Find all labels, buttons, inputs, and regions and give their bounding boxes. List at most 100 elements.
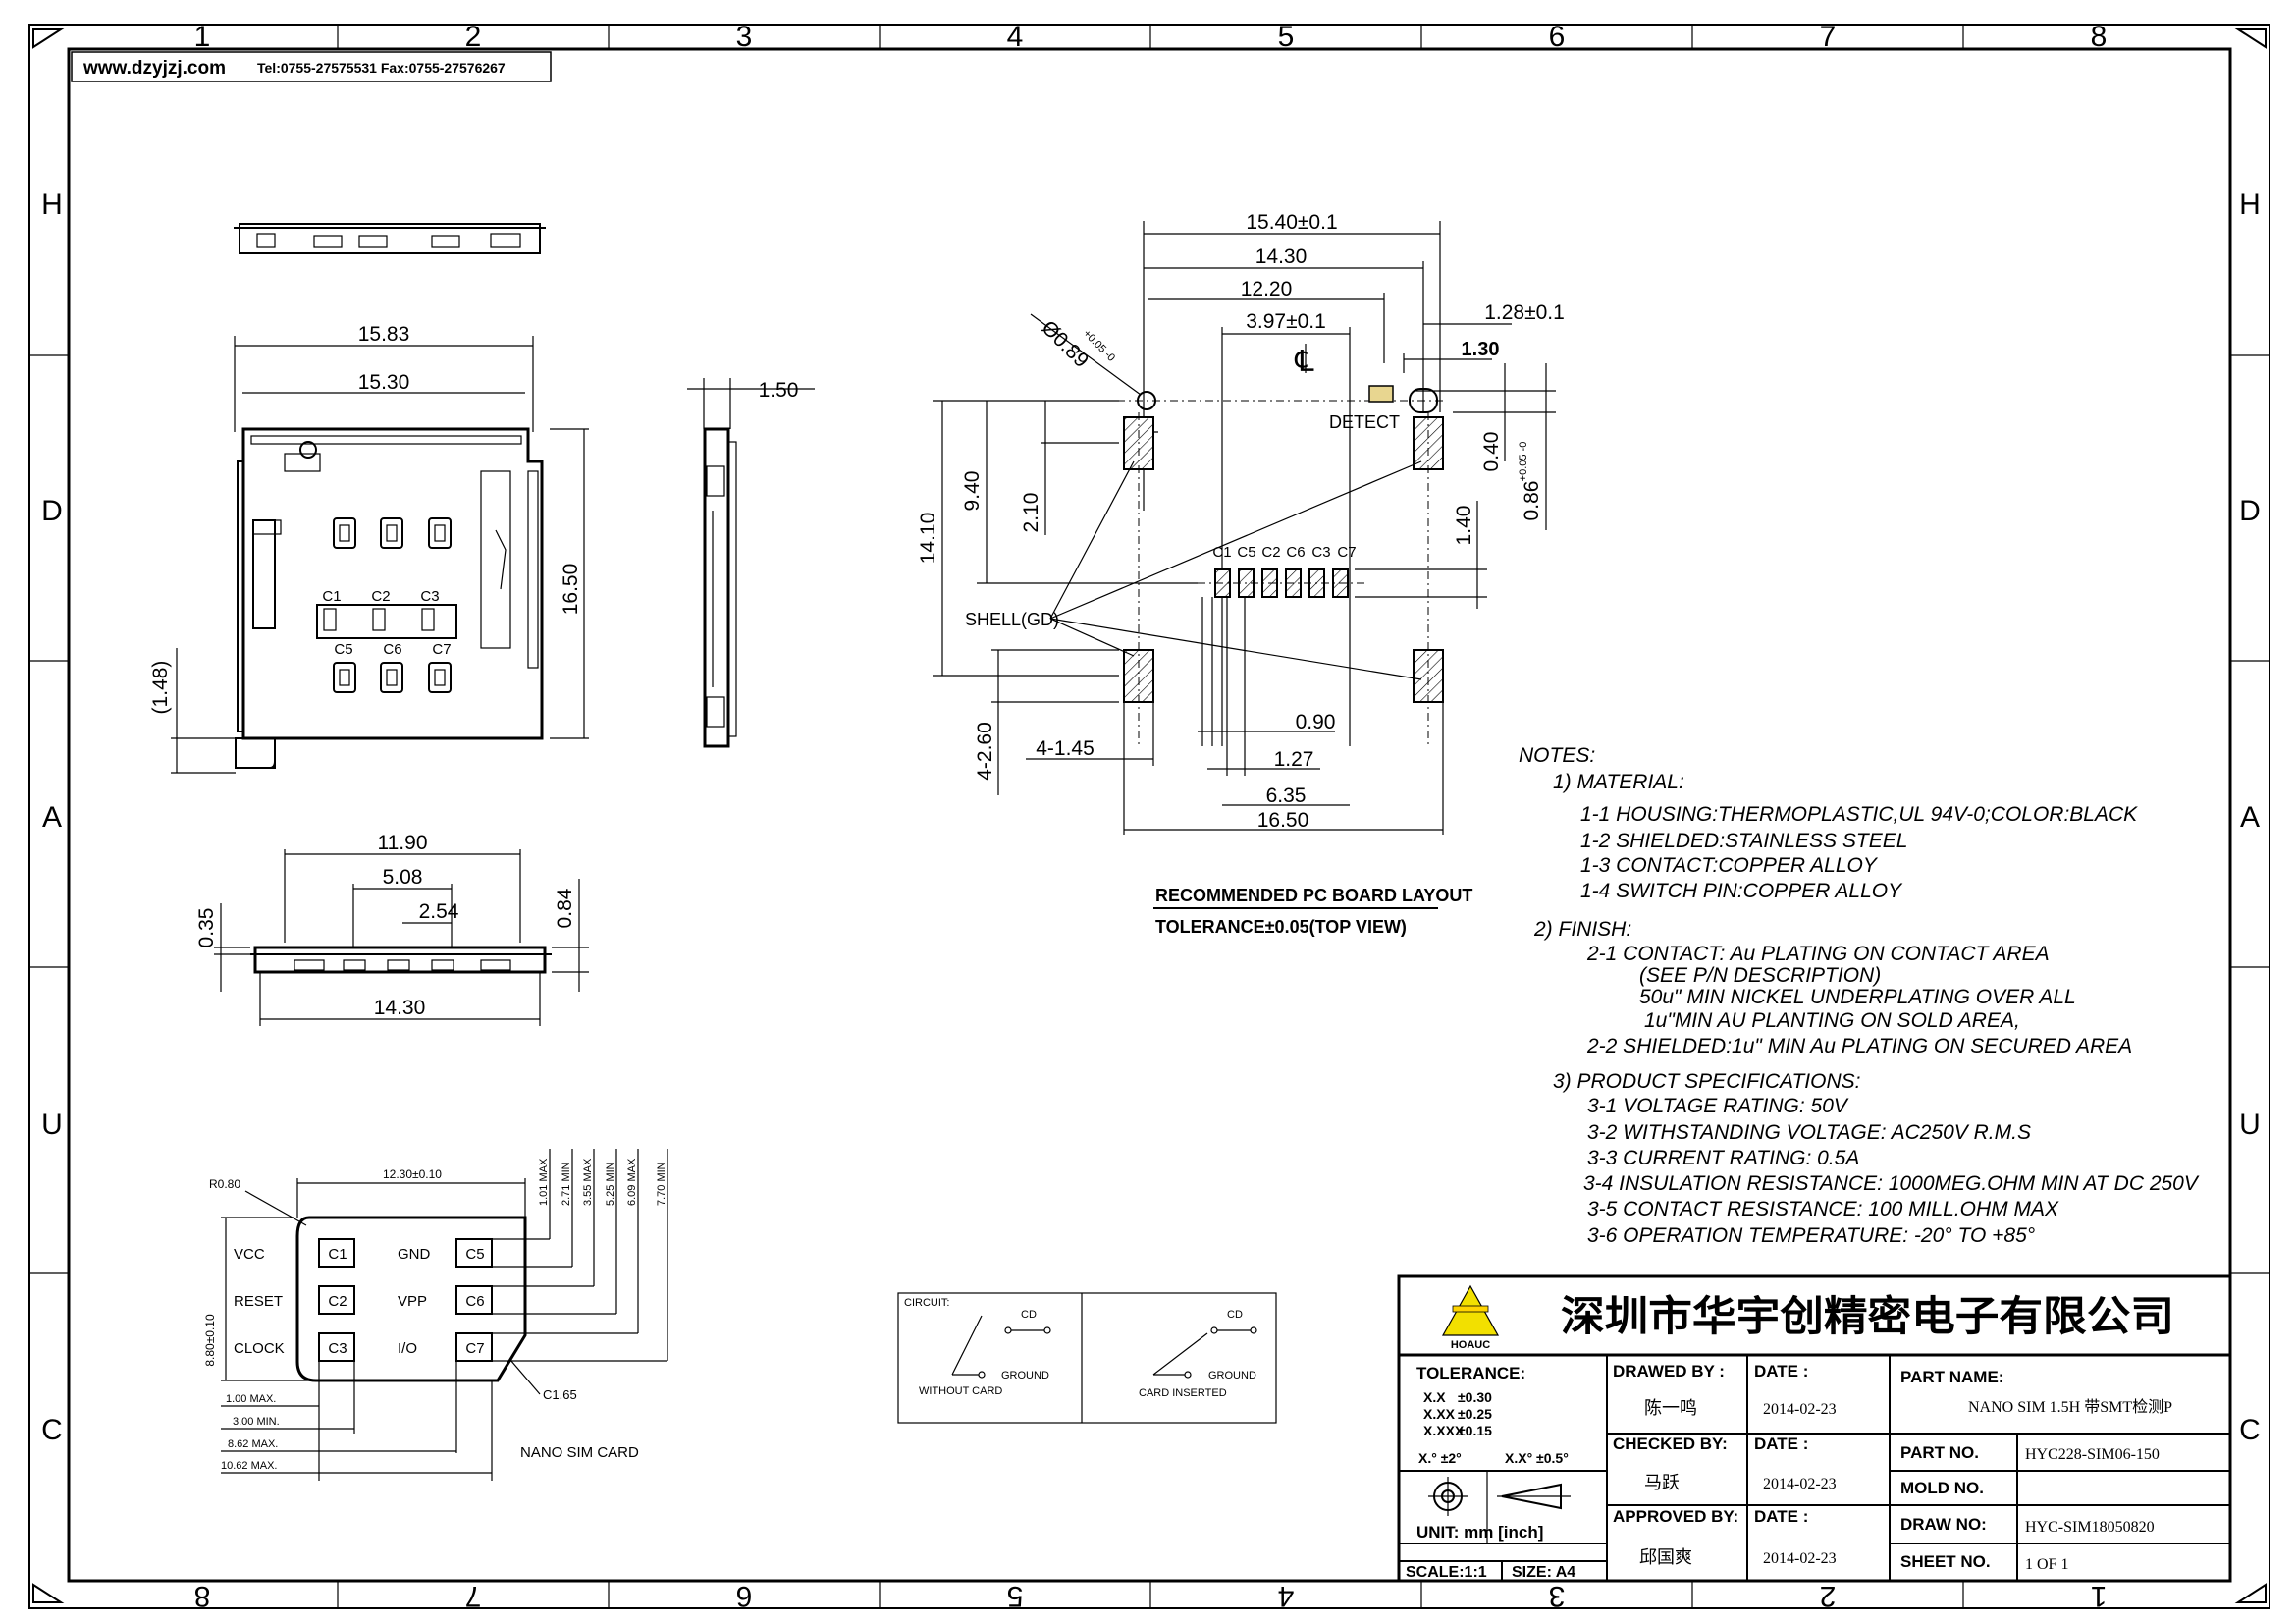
nano-sim-card: 12.30±0.10 R0.80 8.80±0.10 C1.65 C1 C2 C… — [203, 1149, 668, 1481]
pcb-contact: C6 — [1286, 544, 1305, 561]
pcb-layout-title: RECOMMENDED PC BOARD LAYOUT — [1155, 886, 1472, 905]
scale-label: SCALE:1:1 — [1406, 1564, 1487, 1581]
col-label: 5 — [1278, 21, 1295, 53]
row-label: A — [42, 801, 62, 834]
sim-pin: C1 — [328, 1246, 347, 1263]
sim-pin: C7 — [465, 1340, 484, 1357]
side-view: 1.50 — [687, 378, 815, 748]
col-label: 6 — [1549, 21, 1566, 53]
dim-3-97: 3.97±0.1 — [1246, 310, 1326, 333]
logo-text: HOAUC — [1451, 1339, 1490, 1351]
sim-dim: 10.62 MAX. — [221, 1460, 277, 1472]
col-label: 7 — [1820, 21, 1837, 53]
col-label: 2 — [1820, 1580, 1837, 1612]
contact-text: Tel:0755-27575531 Fax:0755-27576267 — [257, 60, 506, 76]
sim-dim: 1.01 MAX — [538, 1158, 550, 1206]
dim-14-10: 14.10 — [917, 513, 939, 565]
mold-no-label: MOLD NO. — [1900, 1479, 1984, 1497]
dim-16-50: 16.50 — [1257, 809, 1309, 832]
col-label: 2 — [465, 21, 482, 53]
col-label: 8 — [194, 1580, 211, 1612]
date-label: DATE : — [1754, 1435, 1808, 1453]
sim-width: 12.30±0.10 — [383, 1167, 442, 1181]
sim-dim: 3.00 MIN. — [233, 1416, 280, 1428]
drawn-by: 陈一鸣 — [1644, 1398, 1697, 1418]
tol-key: X.X — [1423, 1389, 1446, 1405]
dim-15-40: 15.40±0.1 — [1246, 211, 1337, 234]
centerline-symbol: ℄ — [1294, 346, 1314, 378]
dim-15-30: 15.30 — [358, 371, 410, 394]
circuit-ground: GROUND — [1001, 1370, 1049, 1381]
dim-1-30: 1.30 — [1462, 339, 1500, 360]
note-line: 2) FINISH: — [1533, 918, 1631, 941]
col-label: 7 — [465, 1580, 482, 1612]
dim-1-50: 1.50 — [759, 379, 799, 402]
note-line: 3-5 CONTACT RESISTANCE: 100 MILL.OHM MAX — [1587, 1198, 2059, 1220]
tol-key: X.XXX — [1423, 1423, 1465, 1438]
front-view: 11.90 5.08 2.54 14.30 0.35 0.84 — [195, 832, 589, 1026]
sim-pin: C6 — [465, 1293, 484, 1310]
approved-by-label: APPROVED BY: — [1613, 1507, 1738, 1526]
note-line: 1) MATERIAL: — [1553, 771, 1684, 793]
contact-label: C7 — [432, 641, 451, 658]
title-block: HOAUC 深圳市华宇创精密电子有限公司 TOLERANCE: X.X ±0.3… — [1397, 1274, 2232, 1583]
col-label: 1 — [2091, 1580, 2108, 1612]
dim-1-40: 1.40 — [1453, 506, 1475, 546]
row-label: D — [2239, 495, 2261, 527]
row-label: C — [41, 1414, 63, 1446]
sim-title: NANO SIM CARD — [520, 1444, 639, 1461]
dim-11-90: 11.90 — [378, 832, 428, 854]
dim-14-30: 14.30 — [374, 997, 426, 1019]
pcb-layout-tolerance: TOLERANCE±0.05(TOP VIEW) — [1155, 917, 1407, 937]
tol-key: X.XX — [1423, 1406, 1456, 1422]
checked-by-label: CHECKED BY: — [1613, 1435, 1728, 1453]
circuit-ground: GROUND — [1208, 1370, 1256, 1381]
note-line: 1-3 CONTACT:COPPER ALLOY — [1580, 854, 1879, 877]
date-label: DATE : — [1754, 1507, 1808, 1526]
drawn-by-label: DRAWED BY : — [1613, 1362, 1725, 1380]
sim-pin: C3 — [328, 1340, 347, 1357]
part-name-label: PART NAME: — [1900, 1368, 2003, 1386]
projection-symbol-icon — [1428, 1477, 1571, 1516]
sim-dim: 1.00 MAX. — [226, 1393, 276, 1405]
sim-label: CLOCK — [234, 1340, 285, 1357]
row-label: U — [2239, 1109, 2261, 1141]
notes-title: NOTES: — [1519, 744, 1595, 767]
circuit-cd: CD — [1227, 1309, 1243, 1321]
draw-no: HYC-SIM18050820 — [2025, 1519, 2155, 1536]
row-label: A — [2240, 801, 2260, 834]
contact-label: C6 — [383, 641, 401, 658]
circuit-cd: CD — [1021, 1309, 1037, 1321]
col-label: 6 — [736, 1580, 753, 1612]
sim-dim: 2.71 MIN — [561, 1162, 572, 1206]
dim-0-86: 0.86 — [1521, 481, 1543, 521]
dim-14-30: 14.30 — [1255, 245, 1308, 268]
col-label: 4 — [1278, 1580, 1295, 1612]
date-approved: 2014-02-23 — [1763, 1550, 1837, 1567]
draw-no-label: DRAW NO: — [1900, 1515, 1987, 1534]
sim-label: GND — [398, 1246, 431, 1263]
note-line: 50u" MIN NICKEL UNDERPLATING OVER ALL — [1639, 986, 2076, 1008]
dim-1-28: 1.28±0.1 — [1484, 301, 1565, 324]
contact-label: C1 — [322, 588, 341, 605]
sim-dim: 7.70 MIN — [656, 1162, 667, 1206]
sim-pin: C2 — [328, 1293, 347, 1310]
dim-15-83: 15.83 — [358, 323, 410, 346]
date-checked: 2014-02-23 — [1763, 1476, 1837, 1492]
note-line: 3-6 OPERATION TEMPERATURE: -20° TO +85° — [1587, 1224, 2035, 1247]
sim-label: I/O — [398, 1340, 417, 1357]
row-label: H — [2239, 189, 2261, 221]
row-label: D — [41, 495, 63, 527]
contact-label: C2 — [371, 588, 390, 605]
dim-0-86-tol: +0.05 -0 — [1518, 442, 1529, 482]
note-line: 1-2 SHIELDED:STAINLESS STEEL — [1580, 830, 1907, 852]
col-label: 3 — [1549, 1580, 1566, 1612]
sim-dim: 5.25 MIN — [605, 1162, 616, 1206]
dim-12-20: 12.20 — [1241, 278, 1293, 300]
circuit-inserted: CARD INSERTED — [1139, 1387, 1227, 1399]
pcb-layout: 15.40±0.1 14.30 12.20 3.97±0.1 1.28±0.1 … — [917, 211, 1565, 937]
website-text: www.dzyjzj.com — [82, 58, 226, 79]
note-line: 3) PRODUCT SPECIFICATIONS: — [1553, 1070, 1860, 1093]
dim-0-40: 0.40 — [1480, 432, 1503, 472]
